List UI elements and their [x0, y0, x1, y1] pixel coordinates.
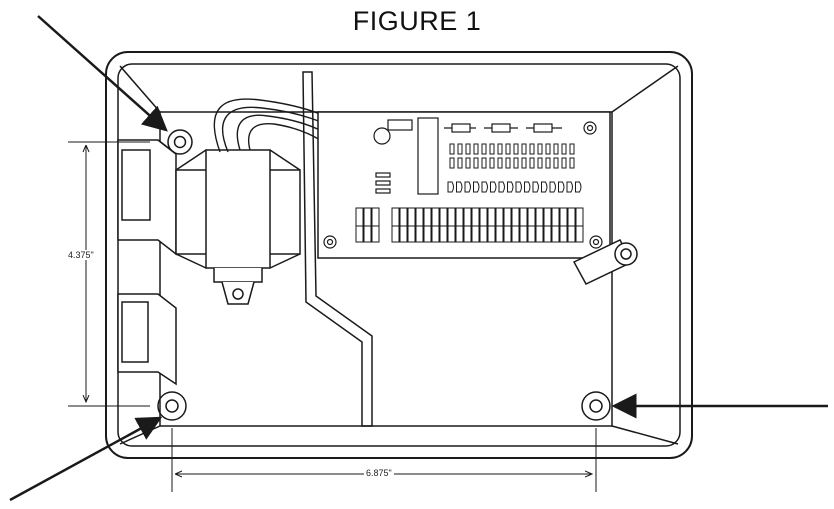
- resistor: [561, 157, 567, 169]
- terminal: [519, 207, 528, 243]
- resistor: [473, 157, 479, 169]
- resistor: [513, 157, 519, 169]
- terminal: [511, 207, 520, 243]
- dimension-width: [171, 428, 597, 492]
- diode: [549, 181, 556, 193]
- resistor: [521, 157, 527, 169]
- diode: [575, 181, 582, 193]
- resistor: [569, 143, 575, 155]
- board-components: [373, 117, 562, 195]
- resistor: [553, 157, 559, 169]
- diode: [490, 181, 497, 193]
- dimension-width-label: 6.875": [364, 468, 394, 478]
- terminal: [543, 207, 552, 243]
- mounting-hole-top-left: [167, 129, 193, 155]
- resistor: [545, 143, 551, 155]
- terminal: [447, 207, 456, 243]
- transformer: [175, 149, 301, 305]
- diode: [566, 181, 573, 193]
- terminal: [391, 207, 400, 243]
- diode: [532, 181, 539, 193]
- resistor: [529, 157, 535, 169]
- terminal: [423, 207, 432, 243]
- diode: [481, 181, 488, 193]
- resistor: [457, 143, 463, 155]
- resistor: [489, 157, 495, 169]
- knockout-top: [117, 139, 177, 256]
- resistor: [449, 157, 455, 169]
- resistor: [513, 143, 519, 155]
- diode: [464, 181, 471, 193]
- dimension-height-label: 4.375": [66, 250, 96, 260]
- terminal: [439, 207, 448, 243]
- terminal: [471, 207, 480, 243]
- terminal: [415, 207, 424, 243]
- arrow-bottom-left: [9, 416, 163, 502]
- diode: [447, 181, 454, 193]
- terminal: [431, 207, 440, 243]
- terminal: [407, 207, 416, 243]
- terminal: [487, 207, 496, 243]
- diode: [498, 181, 505, 193]
- resistor: [489, 143, 495, 155]
- resistor-array: [449, 143, 575, 169]
- dimension-height: [68, 141, 150, 407]
- terminal: [463, 207, 472, 243]
- resistor: [449, 143, 455, 155]
- pointer-arrows: [9, 15, 828, 502]
- resistor: [465, 143, 471, 155]
- tamper-post: [572, 239, 638, 285]
- figure-title: FIGURE 1: [352, 6, 482, 36]
- diode-array: [447, 181, 582, 193]
- mounting-hole-bottom-left: [157, 391, 187, 421]
- resistor: [481, 157, 487, 169]
- resistor: [473, 143, 479, 155]
- diode: [507, 181, 514, 193]
- resistor: [505, 143, 511, 155]
- resistor: [505, 157, 511, 169]
- diode: [524, 181, 531, 193]
- terminal: [371, 207, 380, 243]
- resistor: [529, 143, 535, 155]
- knockout-bottom: [117, 293, 177, 386]
- arrow-top-left: [37, 15, 168, 132]
- terminal: [495, 207, 504, 243]
- terminal: [455, 207, 464, 243]
- diode: [456, 181, 463, 193]
- resistor: [569, 157, 575, 169]
- terminal: [363, 207, 372, 243]
- resistor: [497, 157, 503, 169]
- enclosure-outer: [105, 51, 693, 459]
- terminal: [551, 207, 560, 243]
- terminal: [399, 207, 408, 243]
- resistor: [521, 143, 527, 155]
- resistor: [465, 157, 471, 169]
- resistor: [545, 157, 551, 169]
- diode: [515, 181, 522, 193]
- diode: [473, 181, 480, 193]
- terminal-block: [355, 207, 584, 243]
- mounting-hole-bottom-right: [581, 391, 611, 421]
- terminal: [527, 207, 536, 243]
- resistor: [457, 157, 463, 169]
- resistor: [497, 143, 503, 155]
- resistor: [561, 143, 567, 155]
- terminal: [535, 207, 544, 243]
- terminal: [575, 207, 584, 243]
- divider-barrier: [302, 71, 373, 427]
- diode: [558, 181, 565, 193]
- terminal: [559, 207, 568, 243]
- resistor: [537, 143, 543, 155]
- resistor: [537, 157, 543, 169]
- resistor: [481, 143, 487, 155]
- terminal: [479, 207, 488, 243]
- terminal: [503, 207, 512, 243]
- board-mounting-holes: [323, 121, 603, 249]
- diode: [541, 181, 548, 193]
- resistor: [553, 143, 559, 155]
- terminal: [567, 207, 576, 243]
- terminal: [355, 207, 364, 243]
